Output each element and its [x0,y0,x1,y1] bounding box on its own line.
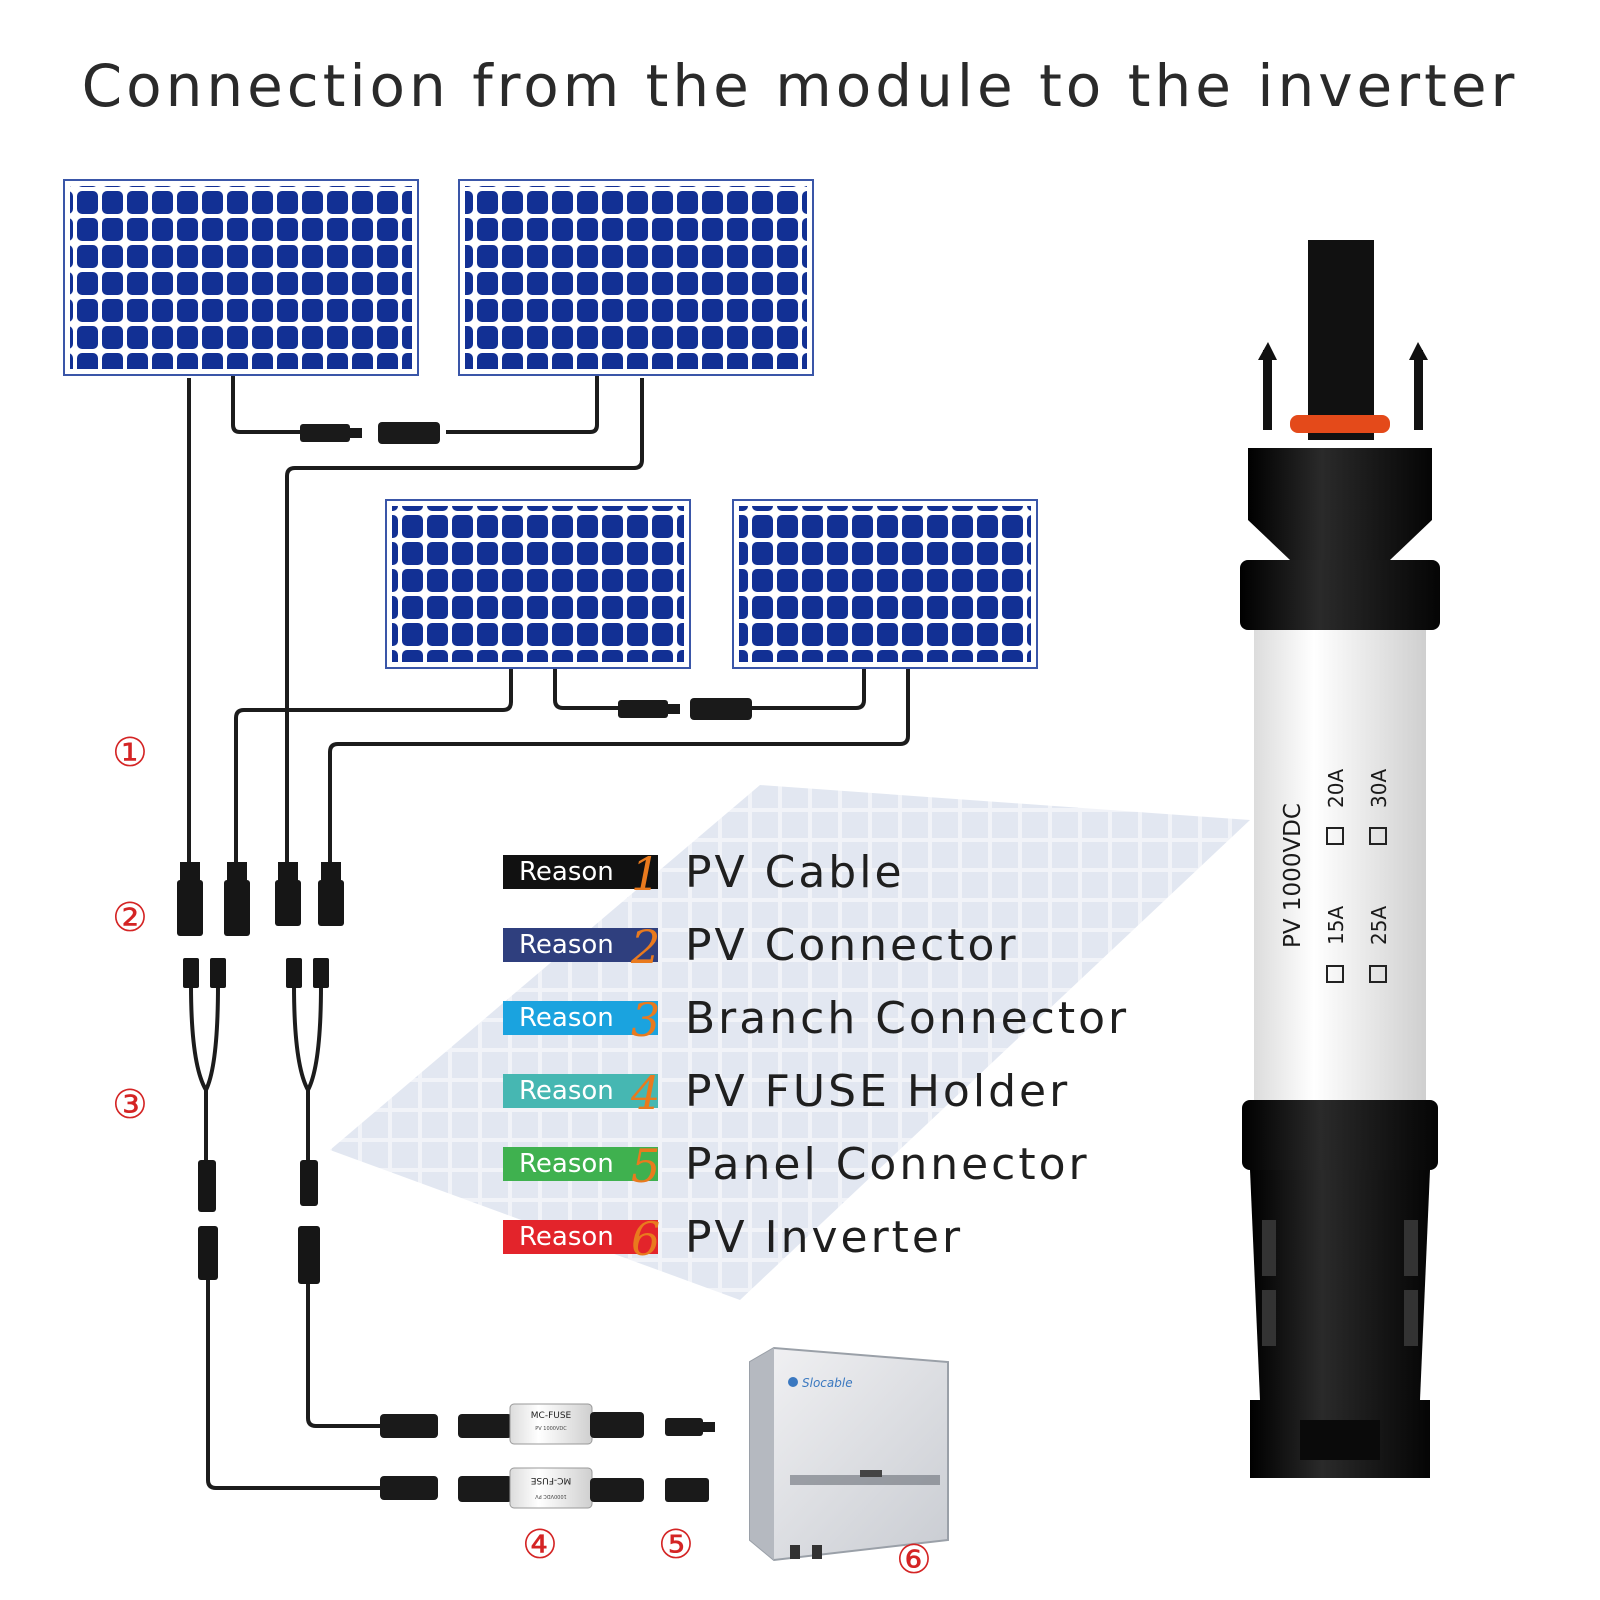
reason-badge-3: Reason 3 [503,997,660,1043]
fuse-rating-label: PV 1000VDC [1280,803,1306,948]
fuse-top-label: MC-FUSE [531,1411,572,1421]
reason-badge-5: Reason 5 [503,1143,660,1189]
badge-digit: 2 [631,920,661,974]
badge-text: Reason [519,1076,614,1106]
badge-digit: 6 [631,1212,661,1266]
solar-panel-3 [385,499,691,669]
badge-text: Reason [519,857,614,887]
solar-panel-2 [458,179,814,376]
solar-panel-1 [63,179,419,376]
inverter-brand: Slocable [802,1376,853,1390]
large-fuse-holder: PV 1000VDC 15A 20A 25A 30A [1240,240,1440,1478]
fuse-top-sub: PV 1000VDC [535,1426,567,1432]
pv-connectors [177,862,344,936]
legend-label: PV FUSE Holder [685,1066,1071,1117]
marker-5: ⑤ [658,1522,694,1568]
reason-badge-2: Reason 2 [503,924,660,970]
badge-text: Reason [519,1149,614,1179]
badge-digit: 5 [631,1139,661,1193]
legend-row-4: Reason 4 PV FUSE Holder [503,1064,1163,1120]
fuse-option-15a: 15A [1324,906,1348,945]
legend-row-6: Reason 6 PV Inverter [503,1210,1163,1266]
fuse-bottom-label: MC-FUSE [530,1475,571,1485]
pv-inverter: Slocable [749,1346,949,1562]
marker-2: ② [112,895,148,941]
legend-row-3: Reason 3 Branch Connector [503,991,1163,1047]
legend-row-1: Reason 1 PV Cable [503,845,1163,901]
fuse-option-30a: 30A [1367,769,1391,808]
badge-digit: 1 [631,847,661,901]
badge-text: Reason [519,930,614,960]
reason-badge-6: Reason 6 [503,1216,660,1262]
legend-label: PV Connector [685,920,1019,971]
solar-panel-4 [732,499,1038,669]
badge-text: Reason [519,1222,614,1252]
fuse-option-20a: 20A [1324,769,1348,808]
marker-1: ① [112,730,148,776]
legend-row-2: Reason 2 PV Connector [503,918,1163,974]
badge-digit: 3 [631,993,661,1047]
fuse-holder-bottom: MC-FUSE 1000VDC PV [380,1467,709,1509]
marker-4: ④ [522,1522,558,1568]
legend-label: Panel Connector [685,1139,1090,1190]
marker-3: ③ [112,1082,148,1128]
pv-cables [187,372,910,1490]
badge-digit: 4 [631,1066,661,1120]
branch-connectors [183,958,329,1284]
legend-label: PV Inverter [685,1212,964,1263]
badge-text: Reason [519,1003,614,1033]
fuse-option-25a: 25A [1367,906,1391,945]
panel-connectors [300,422,752,720]
diagram-title: Connection from the module to the invert… [81,52,1519,120]
reason-badge-1: Reason 1 [503,851,660,897]
fuse-bottom-sub: 1000VDC PV [535,1493,567,1499]
fuse-holder-top: MC-FUSE PV 1000VDC [380,1403,715,1445]
legend-row-5: Reason 5 Panel Connector [503,1137,1163,1193]
legend-label: Branch Connector [685,993,1130,1044]
reason-badge-4: Reason 4 [503,1070,660,1116]
marker-6: ⑥ [896,1537,932,1583]
legend-label: PV Cable [685,847,905,898]
